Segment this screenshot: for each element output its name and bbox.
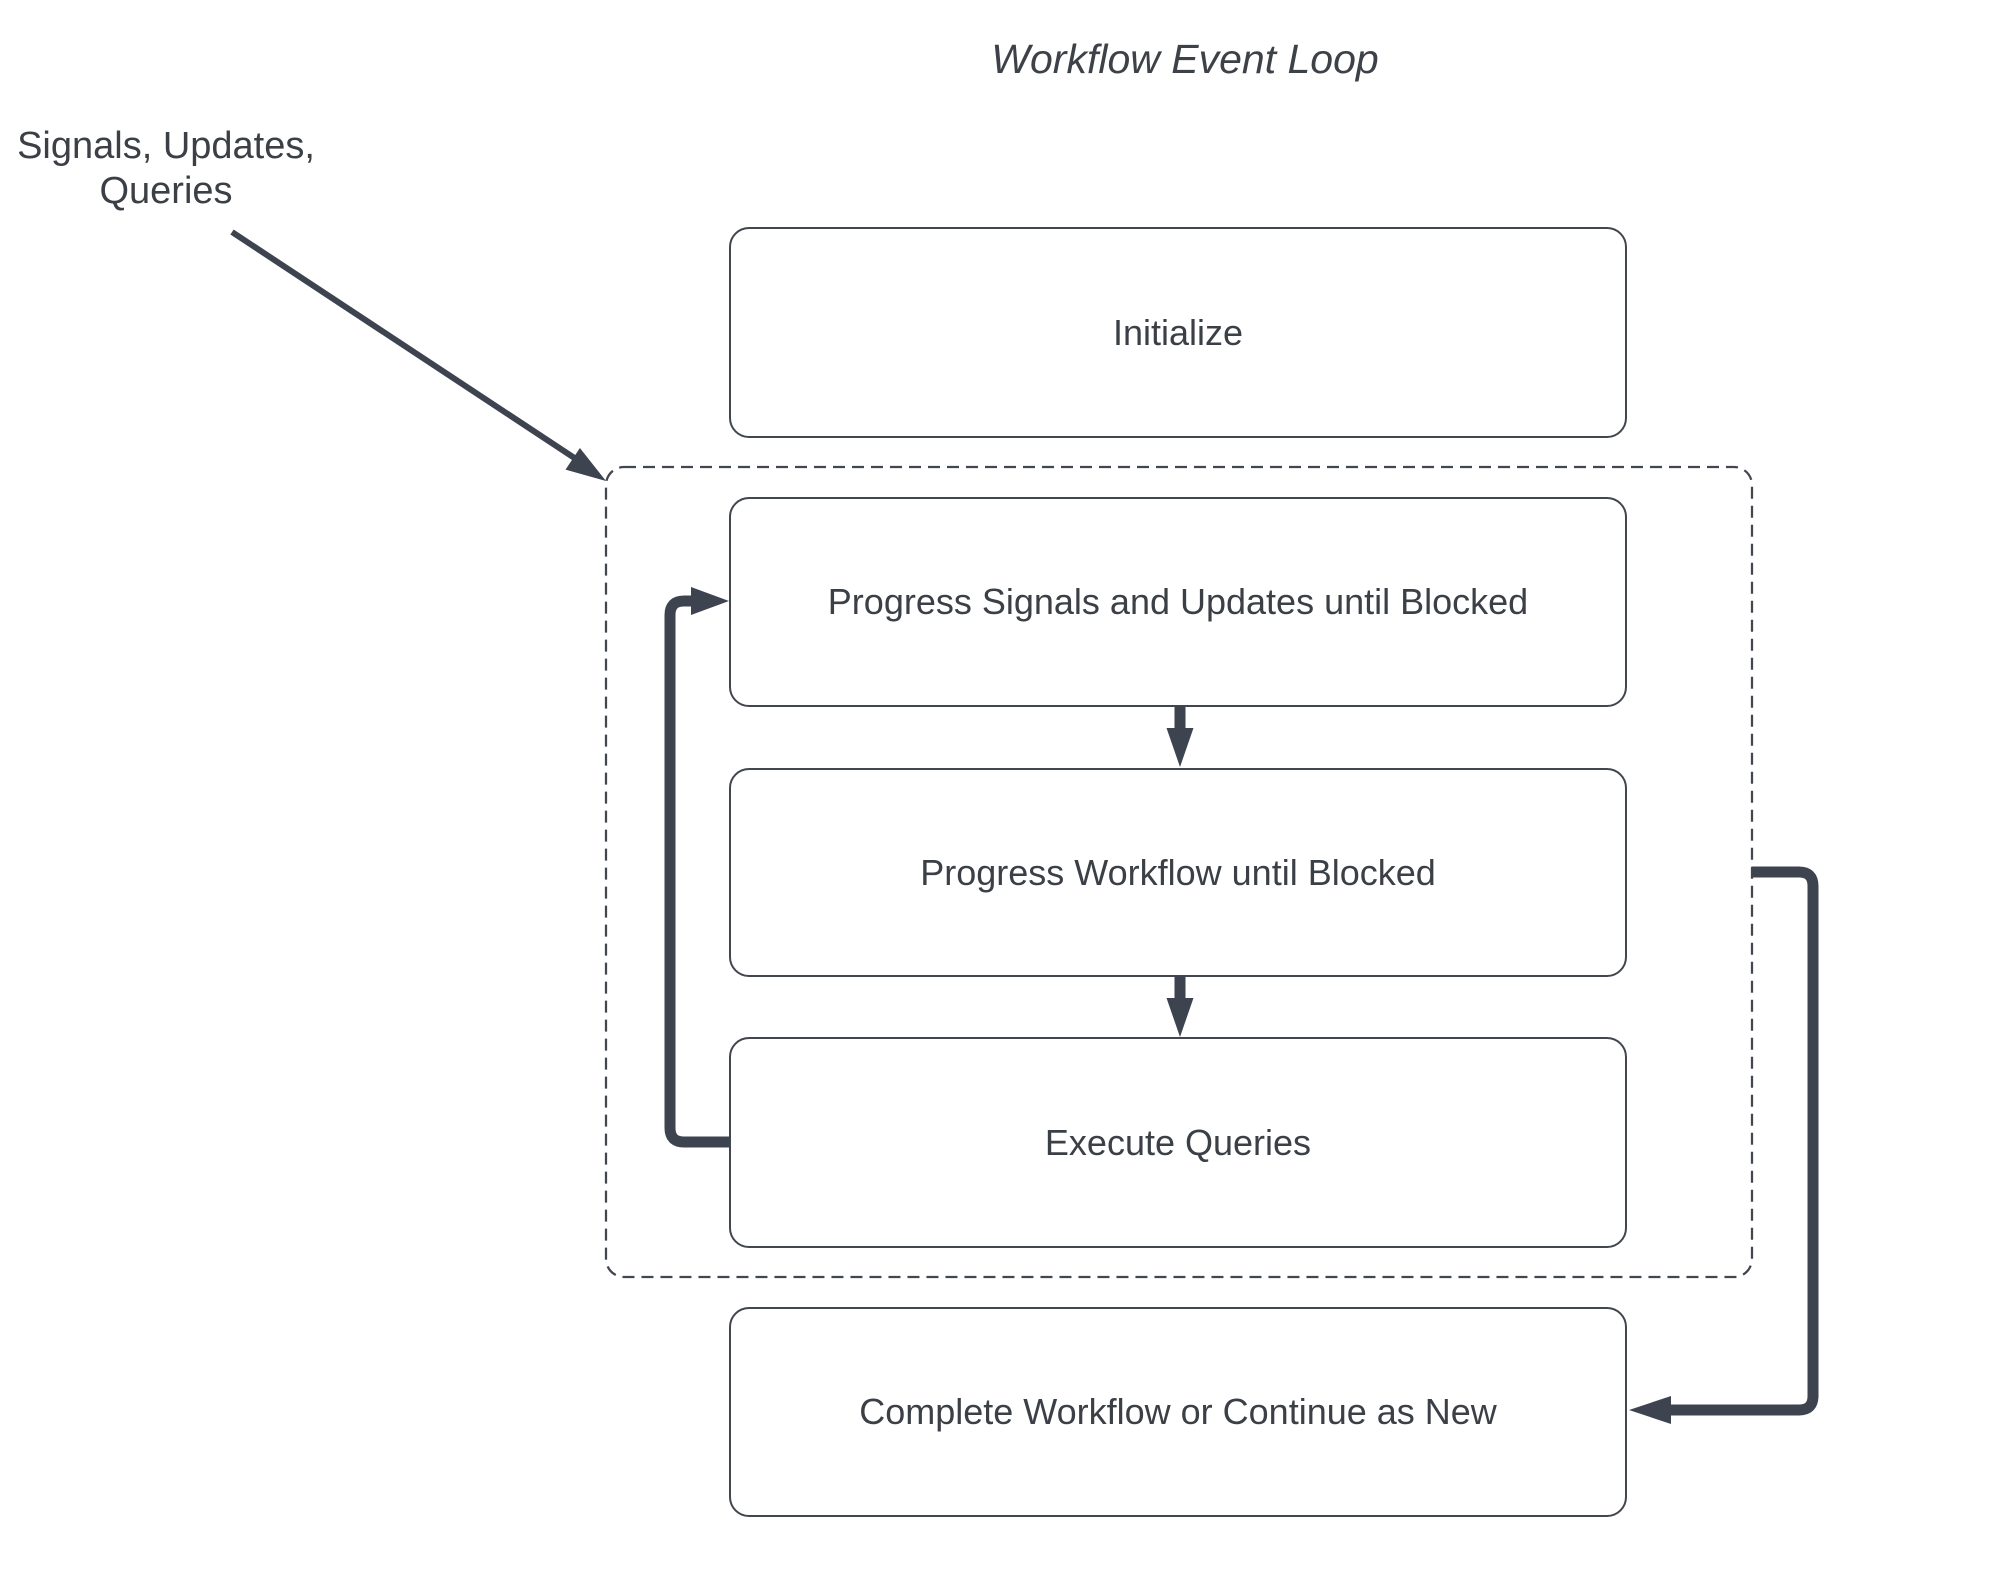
node-complete-workflow-or-continue-as-new: Complete Workflow or Continue as New <box>729 1307 1627 1517</box>
node-progress-workflow: Progress Workflow until Blocked <box>729 768 1627 977</box>
arrow-execute-queries-loop-back <box>664 587 729 1148</box>
annotation-line-2: Queries <box>99 170 233 212</box>
arrow-progress-signals-to-progress-workflow <box>1166 706 1194 767</box>
annotation-line-1: Signals, Updates, <box>17 125 315 167</box>
node-progress-signals-label: Progress Signals and Updates until Block… <box>827 581 1529 622</box>
node-progress-workflow-label: Progress Workflow until Blocked <box>920 851 1436 893</box>
node-execute-queries: Execute Queries <box>729 1037 1627 1248</box>
node-initialize-label: Initialize <box>1112 311 1244 353</box>
arrow-progress-workflow-to-execute-queries <box>1166 976 1194 1037</box>
page-title: Workflow Event Loop <box>991 36 1379 82</box>
node-progress-signals-and-updates: Progress Signals and Updates until Block… <box>729 497 1627 707</box>
arrow-loop-exit-to-complete <box>1629 866 1819 1424</box>
node-initialize: Initialize <box>729 227 1627 438</box>
node-complete-label: Complete Workflow or Continue as New <box>859 1391 1497 1432</box>
annotation-signals-updates-queries: Signals, Updates, Queries <box>16 124 316 214</box>
arrow-signals-to-event-loop <box>230 229 606 481</box>
node-execute-queries-label: Execute Queries <box>1044 1121 1312 1163</box>
